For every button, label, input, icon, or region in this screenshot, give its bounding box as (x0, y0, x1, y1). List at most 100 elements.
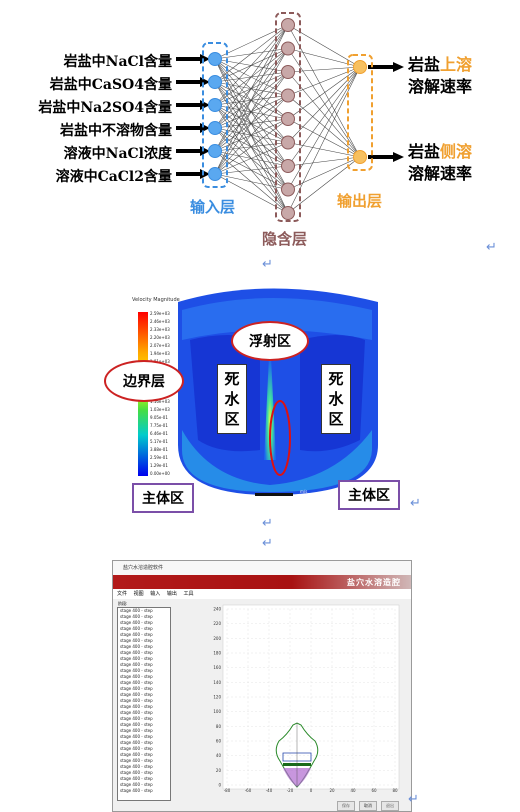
hidden-node (281, 206, 295, 220)
colorbar-tick-label: 2.59e-01 (150, 455, 168, 460)
return-mark: ↵ (262, 536, 273, 551)
stage-list-item[interactable]: stage 400 - step (120, 668, 153, 673)
x-tick-label: 60 (371, 788, 377, 793)
x-tick-label: 20 (329, 788, 335, 793)
return-mark: ↵ (408, 792, 419, 807)
hidden-node (281, 88, 295, 103)
stage-list-item[interactable]: stage 400 - step (120, 656, 153, 661)
output1-highlight: 上溶 (440, 55, 473, 74)
stage-list-item[interactable]: stage 400 - step (120, 638, 153, 643)
input-node (208, 121, 222, 135)
stage-list-item[interactable]: stage 400 - step (120, 734, 153, 739)
hidden-layer-label: 隐含层 (262, 230, 308, 248)
colorbar-tick-label: 1.94e+03 (150, 351, 170, 356)
stage-list-item[interactable]: stage 400 - step (120, 770, 153, 775)
app-banner: 盐穴水溶造腔 (113, 575, 411, 589)
input-node (208, 98, 222, 112)
jet-outline (269, 400, 291, 476)
output2-line2: 溶解速率 (408, 164, 473, 183)
cavern-plot: 020406080100120140160180200220240-80-60-… (213, 604, 400, 793)
stage-list-item[interactable]: stage 400 - step (120, 686, 153, 691)
connection-line (287, 95, 361, 158)
input-node (208, 167, 222, 181)
stage-list-item[interactable]: stage 400 - step (120, 662, 153, 667)
stage-list-item[interactable]: stage 400 - step (120, 716, 153, 721)
connection-line (287, 66, 361, 190)
connection-line (214, 48, 289, 175)
stage-list-item[interactable]: stage 400 - step (120, 710, 153, 715)
stage-list-item[interactable]: stage 400 - step (120, 776, 153, 781)
stage-list-item[interactable]: stage 400 - step (120, 752, 153, 757)
window-titlebar[interactable]: 盐穴水溶造腔软件 (113, 561, 411, 575)
stage-list-item[interactable]: stage 400 - step (120, 704, 153, 709)
stage-list-item[interactable]: stage 400 - step (120, 674, 153, 679)
stage-list-item[interactable]: stage 400 - step (120, 626, 153, 631)
neural-network-figure: 岩盐中NaCl含量 岩盐中CaSO4含量 岩盐中Na2SO4含量 岩盐中不溶物含… (0, 0, 520, 255)
stage-list-item[interactable]: stage 400 - step (120, 728, 153, 733)
hidden-node (281, 135, 295, 150)
stage-list-item[interactable]: stage 400 - step (120, 782, 153, 787)
stage-list-item[interactable]: stage 400 - step (120, 722, 153, 727)
connection-line (287, 24, 361, 68)
colorbar-tick-label: 1.16e+03 (150, 399, 170, 404)
output-arrow (368, 152, 404, 162)
y-tick-label: 40 (216, 753, 222, 758)
stage-list-item[interactable]: stage 400 - step (120, 758, 153, 763)
input-node (208, 144, 222, 158)
input-arrow (176, 100, 210, 110)
x-tick-label: -20 (287, 788, 294, 793)
colorbar-tick-label: 2.20e+03 (150, 335, 170, 340)
y-tick-label: 120 (213, 695, 221, 700)
input-node (208, 75, 222, 89)
hidden-node (281, 112, 295, 126)
stage-list-item[interactable]: stage 400 - step (120, 698, 153, 703)
input-label-6: 溶液中CaCl2含量 (55, 169, 172, 185)
x-tick-label: -40 (266, 788, 273, 793)
colorbar-tick-label: 9.05e-01 (150, 415, 168, 420)
colorbar-tick-label: 2.46e+03 (150, 319, 170, 324)
stage-list-item[interactable]: stage 400 - step (120, 680, 153, 685)
software-window: 盐穴水溶造腔软件 盐穴水溶造腔 文件 视图 输入 输出 工具 阶段: stage… (112, 560, 412, 812)
y-tick-label: 180 (213, 651, 221, 656)
menu-tools[interactable]: 工具 (183, 591, 194, 597)
stage-list-item[interactable]: stage 400 - step (120, 650, 153, 655)
x-tick-label: 80 (392, 788, 398, 793)
stage-list-item[interactable]: stage 400 - step (120, 692, 153, 697)
input-label-3: 岩盐中Na2SO4含量 (38, 100, 172, 116)
y-tick-label: 200 (213, 636, 221, 641)
return-mark: ↵ (410, 496, 421, 511)
colorbar-tick-label: 2.33e+03 (150, 327, 170, 332)
nn-diagram (176, 12, 404, 222)
scale-label: m/s (300, 489, 308, 494)
hidden-node (281, 182, 295, 197)
stage-list-item[interactable]: stage 400 - step (120, 644, 153, 649)
stage-list-item[interactable]: stage 400 - step (120, 764, 153, 769)
stage-list-item[interactable]: stage 400 - step (120, 608, 153, 613)
upper-band (182, 298, 372, 340)
stage-list-item[interactable]: stage 400 - step (120, 740, 153, 745)
input-labels: 岩盐中NaCl含量 岩盐中CaSO4含量 岩盐中Na2SO4含量 岩盐中不溶物含… (0, 0, 172, 250)
output1-prefix: 岩盐 (408, 55, 441, 74)
output-layer-box (347, 54, 373, 171)
connection-line (287, 156, 361, 190)
colorbar-tick-label: 5.17e-01 (150, 439, 168, 444)
return-mark: ↵ (262, 516, 273, 531)
main-zone-right-label: 主体区 (338, 480, 400, 510)
stage-list-item[interactable]: stage 400 - step (120, 746, 153, 751)
colorbar-tick-label: 6.46e-01 (150, 431, 168, 436)
scale-bar (255, 493, 293, 496)
stage-list-item[interactable]: stage 400 - step (120, 620, 153, 625)
hidden-node (281, 41, 295, 56)
menu-input[interactable]: 输入 (150, 591, 161, 597)
menu-view[interactable]: 视图 (133, 591, 144, 597)
y-tick-label: 220 (213, 621, 221, 626)
y-tick-label: 20 (216, 768, 222, 773)
stage-list-item[interactable]: stage 400 - step (120, 614, 153, 619)
menu-output[interactable]: 输出 (166, 591, 177, 597)
menu-file[interactable]: 文件 (117, 591, 128, 597)
stage-list-item[interactable]: stage 400 - step (120, 788, 153, 793)
connection-line (287, 48, 361, 158)
menu-bar: 文件 视图 输入 输出 工具 (113, 589, 411, 599)
stage-list-item[interactable]: stage 400 - step (120, 632, 153, 637)
